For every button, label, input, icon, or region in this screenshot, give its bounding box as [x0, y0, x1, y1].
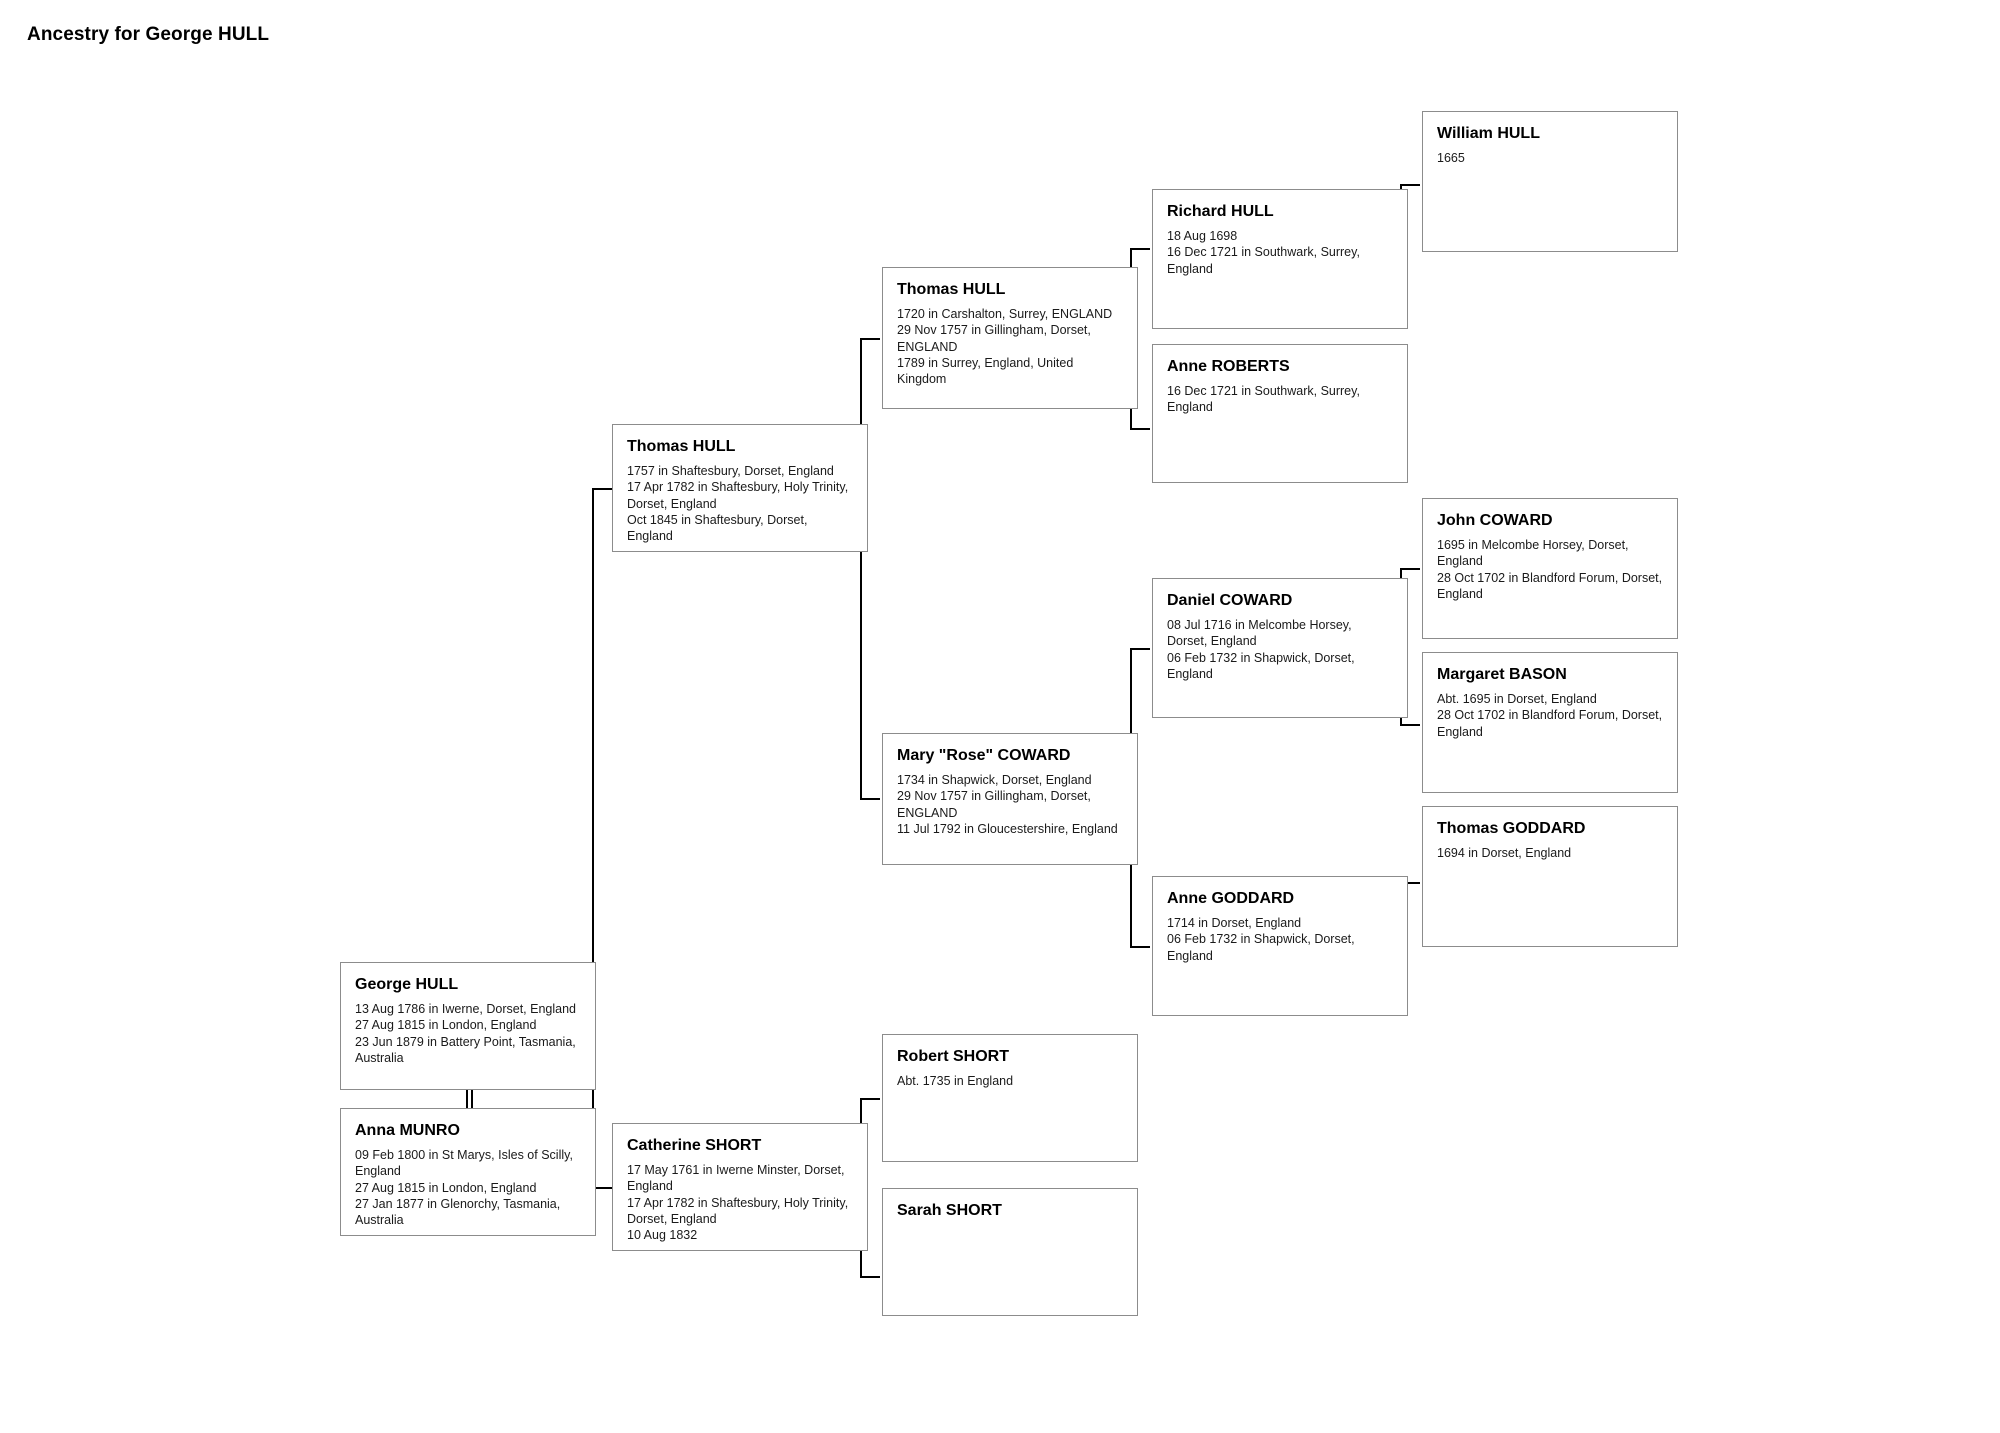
person-name: Thomas GODDARD: [1437, 820, 1586, 837]
person-name: Margaret BASON: [1437, 666, 1567, 683]
person-box-robert-short[interactable]: Robert SHORT Abt. 1735 in England: [882, 1034, 1138, 1162]
connector-stub-sarah-short: [860, 1276, 880, 1278]
person-facts: 1714 in Dorset, England 06 Feb 1732 in S…: [1167, 916, 1355, 963]
person-facts: 09 Feb 1800 in St Marys, Isles of Scilly…: [355, 1148, 573, 1228]
person-box-sarah-short[interactable]: Sarah SHORT: [882, 1188, 1138, 1316]
person-box-thomas-hull-1720[interactable]: Thomas HULL 1720 in Carshalton, Surrey, …: [882, 267, 1138, 409]
connector-stub-thomas-goddard: [1400, 882, 1420, 884]
person-name: Thomas HULL: [897, 281, 1006, 298]
connector-spine-gen2: [592, 488, 594, 1189]
person-facts: Abt. 1735 in England: [897, 1074, 1014, 1088]
person-facts: 1720 in Carshalton, Surrey, ENGLAND 29 N…: [897, 307, 1113, 387]
person-name: Thomas HULL: [627, 438, 736, 455]
person-facts: 1694 in Dorset, England: [1437, 846, 1572, 860]
person-name: Anna MUNRO: [355, 1122, 460, 1139]
person-facts: 08 Jul 1716 in Melcombe Horsey, Dorset, …: [1167, 618, 1355, 681]
connector-stub-margaret-bason: [1400, 724, 1420, 726]
connector-stub-john-coward: [1400, 568, 1420, 570]
person-box-anna-munro[interactable]: Anna MUNRO 09 Feb 1800 in St Marys, Isle…: [340, 1108, 596, 1236]
person-name: Daniel COWARD: [1167, 592, 1293, 609]
connector-stub-robert-short: [860, 1098, 880, 1100]
person-name: John COWARD: [1437, 512, 1553, 529]
person-facts: 1757 in Shaftesbury, Dorset, England 17 …: [627, 464, 849, 544]
person-box-mary-rose-coward[interactable]: Mary "Rose" COWARD 1734 in Shapwick, Dor…: [882, 733, 1138, 865]
person-box-william-hull[interactable]: William HULL 1665: [1422, 111, 1678, 252]
connector-stub-daniel-coward: [1130, 648, 1150, 650]
person-facts: Abt. 1695 in Dorset, England 28 Oct 1702…: [1437, 692, 1663, 739]
person-facts: 16 Dec 1721 in Southwark, Surrey, Englan…: [1167, 384, 1360, 415]
marriage-connector-george-anna: [466, 1089, 473, 1109]
person-box-daniel-coward[interactable]: Daniel COWARD 08 Jul 1716 in Melcombe Ho…: [1152, 578, 1408, 718]
connector-stub-anne-roberts: [1130, 428, 1150, 430]
person-box-margaret-bason[interactable]: Margaret BASON Abt. 1695 in Dorset, Engl…: [1422, 652, 1678, 793]
person-facts: 18 Aug 1698 16 Dec 1721 in Southwark, Su…: [1167, 229, 1360, 276]
connector-stub-anne-goddard: [1130, 946, 1150, 948]
connector-stub-richard-hull: [1130, 248, 1150, 250]
person-name: Anne ROBERTS: [1167, 358, 1290, 375]
person-facts: 1734 in Shapwick, Dorset, England 29 Nov…: [897, 773, 1118, 836]
person-facts: 1665: [1437, 151, 1465, 165]
connector-stub-catherine: [592, 1187, 612, 1189]
person-name: Mary "Rose" COWARD: [897, 747, 1071, 764]
person-name: Sarah SHORT: [897, 1202, 1002, 1219]
connector-stub-thomas1720: [860, 338, 880, 340]
person-facts: 13 Aug 1786 in Iwerne, Dorset, England 2…: [355, 1002, 576, 1065]
person-box-anne-roberts[interactable]: Anne ROBERTS 16 Dec 1721 in Southwark, S…: [1152, 344, 1408, 483]
person-name: Robert SHORT: [897, 1048, 1009, 1065]
person-facts: 1695 in Melcombe Horsey, Dorset, England…: [1437, 538, 1663, 601]
page-title: Ancestry for George HULL: [27, 24, 270, 45]
person-box-george-hull[interactable]: George HULL 13 Aug 1786 in Iwerne, Dorse…: [340, 962, 596, 1090]
person-facts: 17 May 1761 in Iwerne Minster, Dorset, E…: [627, 1163, 849, 1243]
connector-stub-thomas1757: [592, 488, 612, 490]
person-name: William HULL: [1437, 125, 1540, 142]
person-name: Catherine SHORT: [627, 1137, 762, 1154]
person-box-anne-goddard[interactable]: Anne GODDARD 1714 in Dorset, England 06 …: [1152, 876, 1408, 1016]
connector-spine-gen3-hull: [860, 338, 862, 800]
person-box-thomas-goddard[interactable]: Thomas GODDARD 1694 in Dorset, England: [1422, 806, 1678, 947]
person-box-catherine-short[interactable]: Catherine SHORT 17 May 1761 in Iwerne Mi…: [612, 1123, 868, 1251]
person-box-richard-hull[interactable]: Richard HULL 18 Aug 1698 16 Dec 1721 in …: [1152, 189, 1408, 329]
person-name: Richard HULL: [1167, 203, 1274, 220]
person-box-thomas-hull-1757[interactable]: Thomas HULL 1757 in Shaftesbury, Dorset,…: [612, 424, 868, 552]
person-box-john-coward[interactable]: John COWARD 1695 in Melcombe Horsey, Dor…: [1422, 498, 1678, 639]
connector-stub-william-hull: [1400, 184, 1420, 186]
connector-stub-mary-rose: [860, 798, 880, 800]
person-name: Anne GODDARD: [1167, 890, 1295, 907]
person-name: George HULL: [355, 976, 459, 993]
